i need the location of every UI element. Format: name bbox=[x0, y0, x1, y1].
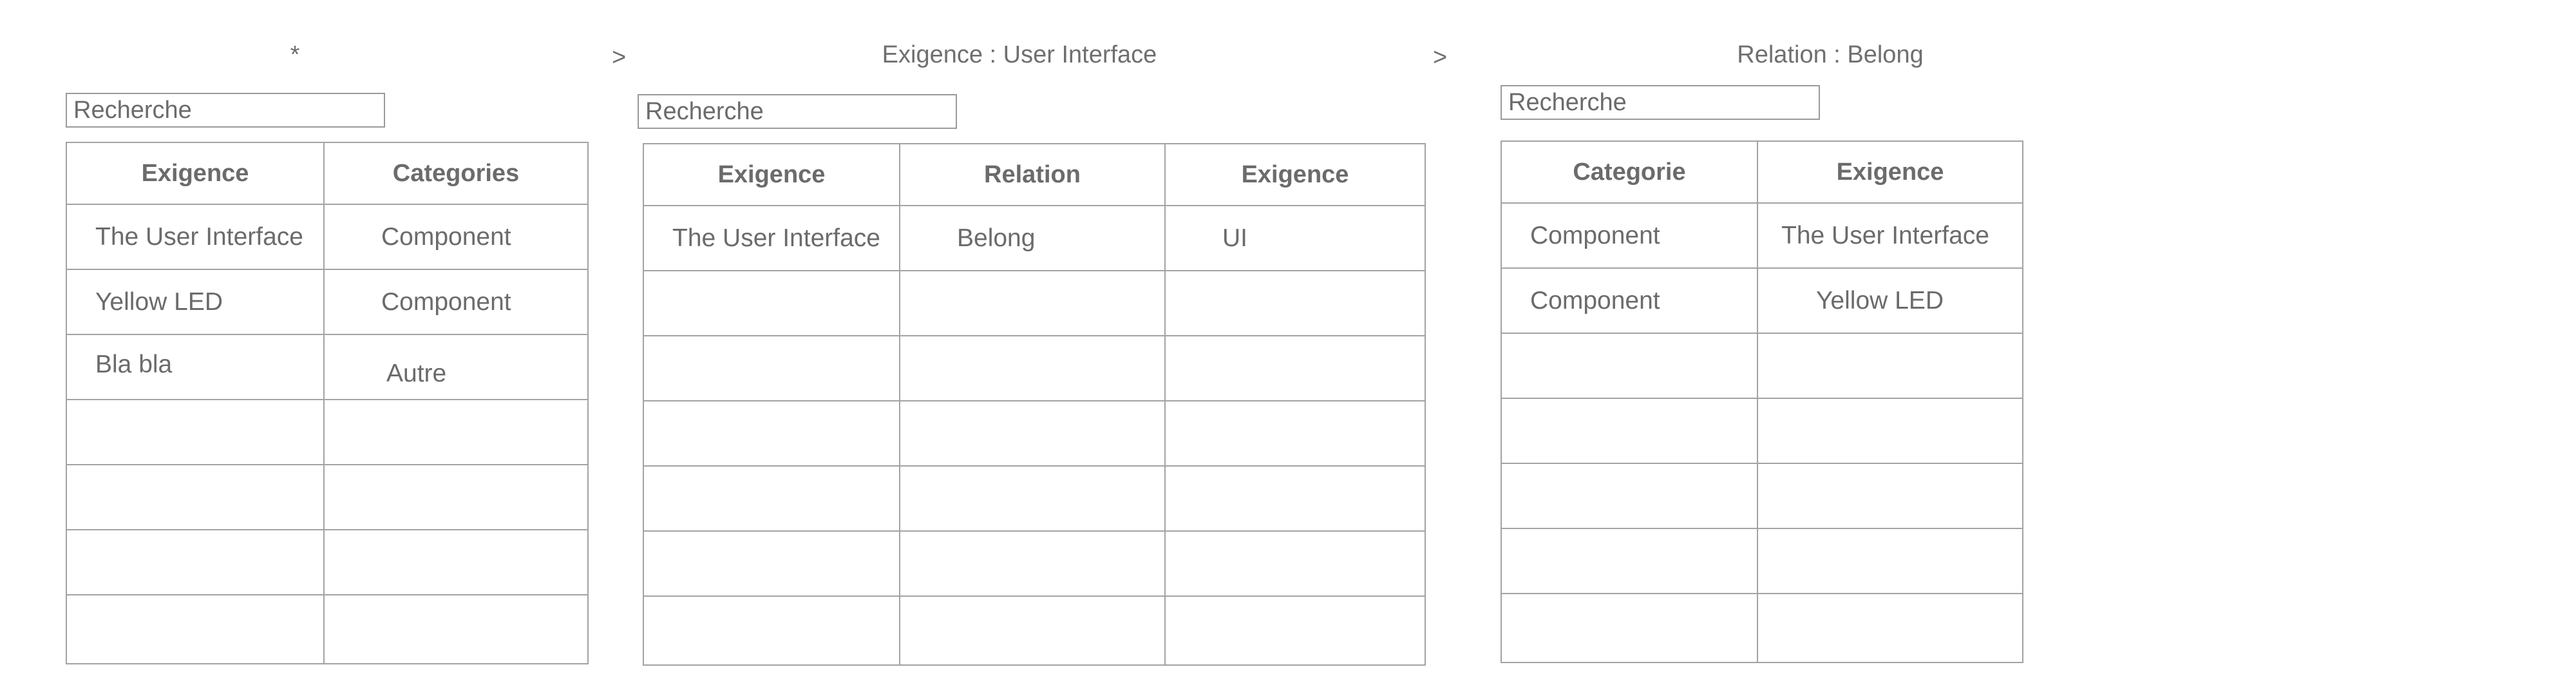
search-input-exigences[interactable] bbox=[66, 93, 385, 128]
cell-exigence bbox=[1757, 398, 2023, 464]
target-table: Categorie Exigence Component The User In… bbox=[1501, 140, 2023, 663]
cell-category: Autre bbox=[323, 334, 589, 400]
cell-relation: Belong bbox=[899, 205, 1166, 271]
column-header-exigence[interactable]: Exigence bbox=[1757, 140, 2023, 204]
table-row[interactable]: The User Interface Component bbox=[66, 204, 589, 270]
breadcrumb-separator-1: > bbox=[612, 44, 627, 71]
table-row[interactable] bbox=[1501, 333, 2023, 399]
table-row[interactable] bbox=[1501, 593, 2023, 663]
cell-exigence: Bla bla bbox=[66, 334, 325, 400]
exigence-table: Exigence Categories The User Interface C… bbox=[66, 142, 589, 664]
cell-relation bbox=[899, 530, 1166, 597]
table-row[interactable] bbox=[1501, 528, 2023, 594]
cell-categorie: Component bbox=[1501, 202, 1758, 269]
cell-exigence bbox=[66, 464, 325, 530]
cell-exigence-target bbox=[1164, 465, 1426, 532]
cell-relation bbox=[899, 595, 1166, 666]
table-row[interactable] bbox=[643, 595, 1426, 666]
cell-categorie bbox=[1501, 398, 1758, 464]
cell-exigence-target: UI bbox=[1164, 205, 1426, 271]
cell-categorie bbox=[1501, 528, 1758, 594]
table-row[interactable] bbox=[66, 529, 589, 595]
cell-exigence: Yellow LED bbox=[66, 269, 325, 335]
cell-exigence-target bbox=[1164, 530, 1426, 597]
cell-category: Component bbox=[323, 204, 589, 270]
cell-exigence-source bbox=[643, 595, 900, 666]
cell-category bbox=[323, 594, 589, 664]
cell-categorie: Component bbox=[1501, 267, 1758, 334]
cell-exigence-source bbox=[643, 465, 900, 532]
cell-exigence: The User Interface bbox=[66, 204, 325, 270]
cell-exigence bbox=[1757, 463, 2023, 529]
cell-exigence bbox=[66, 529, 325, 595]
table-row[interactable]: Component Yellow LED bbox=[1501, 267, 2023, 334]
cell-exigence-source bbox=[643, 530, 900, 597]
cell-exigence-source: The User Interface bbox=[643, 205, 900, 271]
column-header-relation[interactable]: Relation bbox=[899, 143, 1166, 206]
table-header-row: Exigence Categories bbox=[66, 142, 589, 205]
table-row[interactable] bbox=[66, 399, 589, 465]
cell-exigence-source bbox=[643, 270, 900, 336]
cell-category: Component bbox=[323, 269, 589, 335]
cell-exigence-source bbox=[643, 335, 900, 401]
table-row[interactable]: Component The User Interface bbox=[1501, 202, 2023, 269]
table-row[interactable] bbox=[643, 400, 1426, 467]
breadcrumb-relation[interactable]: Relation : Belong bbox=[1737, 41, 1924, 68]
cell-category bbox=[323, 399, 589, 465]
table-row[interactable]: Bla bla Autre bbox=[66, 334, 589, 400]
cell-category bbox=[323, 529, 589, 595]
relation-table: Exigence Relation Exigence The User Inte… bbox=[643, 143, 1426, 666]
cell-relation bbox=[899, 270, 1166, 336]
cell-exigence bbox=[1757, 593, 2023, 663]
cell-exigence bbox=[66, 594, 325, 664]
cell-exigence-target bbox=[1164, 270, 1426, 336]
search-input-relations[interactable] bbox=[638, 94, 957, 129]
table-row[interactable] bbox=[643, 270, 1426, 336]
cell-categorie bbox=[1501, 463, 1758, 529]
cell-exigence bbox=[1757, 333, 2023, 399]
cell-categorie bbox=[1501, 593, 1758, 663]
column-header-categories[interactable]: Categories bbox=[323, 142, 589, 205]
cell-exigence bbox=[1757, 528, 2023, 594]
search-input-targets[interactable] bbox=[1501, 85, 1820, 120]
table-row[interactable]: The User Interface Belong UI bbox=[643, 205, 1426, 271]
cell-exigence: Yellow LED bbox=[1757, 267, 2023, 334]
column-header-exigence-target[interactable]: Exigence bbox=[1164, 143, 1426, 206]
breadcrumb-exigence[interactable]: Exigence : User Interface bbox=[882, 41, 1157, 68]
table-header-row: Exigence Relation Exigence bbox=[643, 143, 1426, 206]
table-header-row: Categorie Exigence bbox=[1501, 140, 2023, 204]
table-row[interactable]: Yellow LED Component bbox=[66, 269, 589, 335]
table-row[interactable] bbox=[1501, 398, 2023, 464]
cell-relation bbox=[899, 465, 1166, 532]
cell-relation bbox=[899, 335, 1166, 401]
column-header-exigence-source[interactable]: Exigence bbox=[643, 143, 900, 206]
table-row[interactable] bbox=[643, 465, 1426, 532]
table-row[interactable] bbox=[66, 594, 589, 664]
cell-exigence-target bbox=[1164, 400, 1426, 467]
cell-relation bbox=[899, 400, 1166, 467]
cell-exigence bbox=[66, 399, 325, 465]
cell-categorie bbox=[1501, 333, 1758, 399]
breadcrumb-root[interactable]: * bbox=[290, 41, 300, 68]
cell-exigence-source bbox=[643, 400, 900, 467]
cell-exigence: The User Interface bbox=[1757, 202, 2023, 269]
table-row[interactable] bbox=[1501, 463, 2023, 529]
cell-exigence-target bbox=[1164, 335, 1426, 401]
cell-exigence-target bbox=[1164, 595, 1426, 666]
column-header-categorie[interactable]: Categorie bbox=[1501, 140, 1758, 204]
table-row[interactable] bbox=[643, 530, 1426, 597]
cell-category bbox=[323, 464, 589, 530]
breadcrumb-separator-2: > bbox=[1433, 44, 1448, 71]
column-header-exigence[interactable]: Exigence bbox=[66, 142, 325, 205]
table-row[interactable] bbox=[66, 464, 589, 530]
table-row[interactable] bbox=[643, 335, 1426, 401]
